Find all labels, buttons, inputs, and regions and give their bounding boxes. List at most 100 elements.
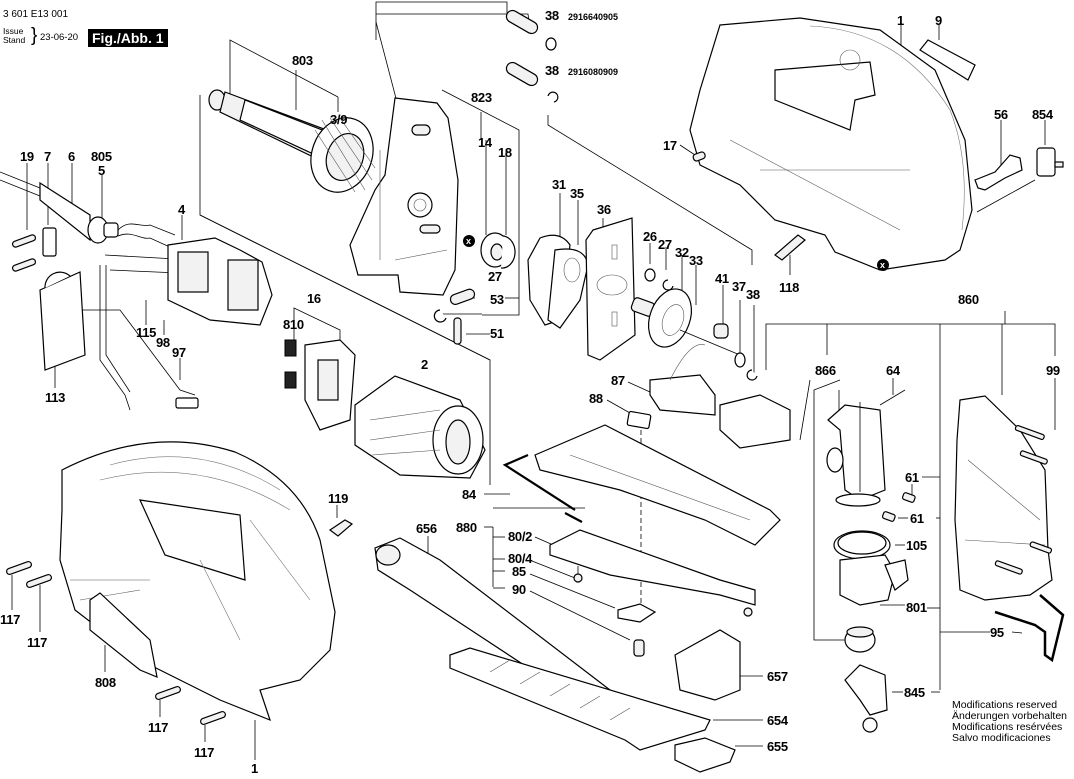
- cable-clamp-7: [42, 227, 57, 257]
- note-en: Modifications reserved: [952, 699, 1058, 711]
- lever-56: [974, 154, 1023, 191]
- issue-label: Issue: [3, 26, 24, 36]
- callout-26: 26: [643, 229, 657, 244]
- callout-38-lower: 38: [545, 63, 559, 78]
- callout-32: 32: [675, 245, 689, 260]
- part-number-upper: 2916640905: [568, 12, 619, 22]
- roller-carrier-801: [839, 554, 909, 606]
- gasket-35: [547, 248, 589, 329]
- part-number-lower: 2916080909: [568, 67, 619, 77]
- callout-105: 105: [906, 538, 927, 553]
- pin-53: [433, 288, 476, 323]
- field-stator-2: [354, 375, 486, 479]
- callout-866: 866: [815, 363, 836, 378]
- allen-key-84: [502, 453, 583, 523]
- callout-803: 803: [292, 53, 313, 68]
- stand-label: Stand: [3, 34, 26, 45]
- label-plate-9: [919, 39, 976, 81]
- callout-37: 37: [732, 279, 746, 294]
- guide-roller-part: [844, 626, 876, 653]
- callout-38-gear: 38: [746, 287, 760, 302]
- callout-14: 14: [478, 135, 492, 150]
- gear-housing-823: [349, 97, 459, 296]
- springs-61: [881, 492, 916, 522]
- callout-117-d: 117: [194, 745, 215, 760]
- callout-19: 19: [20, 149, 34, 164]
- callout-16: 16: [307, 291, 321, 306]
- ring-105: [833, 530, 891, 560]
- callout-2: 2: [421, 357, 428, 372]
- x-marker-left: [463, 235, 475, 247]
- callout-35: 35: [570, 186, 584, 201]
- housing-front-cover: [954, 395, 1053, 601]
- plug-97: [175, 397, 199, 409]
- dust-cover-654: [449, 647, 711, 751]
- brush-holder-16: [304, 339, 356, 431]
- pin-38-upper: [505, 9, 557, 51]
- brace: }: [31, 25, 38, 46]
- callout-654: 654: [767, 713, 788, 728]
- issue-stand-label: Issue Stand: [3, 27, 25, 44]
- callout-5: 5: [98, 163, 105, 178]
- callout-808: 808: [95, 675, 116, 690]
- callout-118: 118: [779, 280, 800, 295]
- wedge-119: [328, 519, 354, 537]
- screws-99: [994, 424, 1053, 575]
- callout-805: 805: [91, 149, 112, 164]
- callout-27-housing: 27: [488, 269, 502, 284]
- circlip-38: [746, 369, 758, 381]
- callout-99: 99: [1046, 363, 1060, 378]
- circlip-27: [662, 279, 674, 291]
- callout-801: 801: [906, 600, 927, 615]
- clamp-85: [617, 603, 657, 623]
- callout-97: 97: [172, 345, 186, 360]
- issue-date: 23-06-20: [40, 32, 79, 43]
- note-de: Änderungen vorbehalten: [952, 710, 1068, 722]
- callout-80-4: 80/4: [508, 551, 533, 566]
- guide-87: [649, 344, 716, 416]
- x-marker-left-glyph: x: [466, 236, 471, 246]
- callout-84: 84: [462, 487, 476, 502]
- callout-17: 17: [663, 138, 677, 153]
- modifications-notice: Modifications reserved Änderungen vorbeh…: [952, 700, 1067, 744]
- callout-810: 810: [283, 317, 304, 332]
- callout-845: 845: [904, 685, 925, 700]
- screw-right: [743, 607, 753, 617]
- callout-860: 860: [958, 292, 979, 307]
- callout-61-lower: 61: [910, 511, 924, 526]
- callout-88: 88: [589, 391, 603, 406]
- screws-19: [11, 234, 37, 272]
- callout-33: 33: [689, 253, 703, 268]
- callout-85: 85: [512, 564, 526, 579]
- guide-roller-support-866: [826, 389, 906, 507]
- callout-9: 9: [935, 13, 942, 28]
- callout-27-gear: 27: [658, 237, 672, 252]
- support-roller-guide: [719, 394, 791, 449]
- callout-56: 56: [994, 107, 1008, 122]
- callout-7: 7: [44, 149, 51, 164]
- callout-854: 854: [1032, 107, 1053, 122]
- label-808: [89, 592, 158, 678]
- callout-64: 64: [886, 363, 900, 378]
- callout-117-a: 117: [0, 612, 21, 627]
- base-plate: [534, 424, 781, 546]
- callout-656: 656: [416, 521, 437, 536]
- callout-117-c: 117: [148, 720, 169, 735]
- callout-115: 115: [136, 325, 157, 340]
- callout-80-2: 80/2: [508, 529, 533, 544]
- callout-880: 880: [456, 520, 477, 535]
- bearing-14: [480, 232, 516, 269]
- callout-51: 51: [490, 326, 504, 341]
- callout-31: 31: [552, 177, 566, 192]
- callout-1-top: 1: [897, 13, 904, 28]
- callout-98: 98: [156, 335, 170, 350]
- needle-bearing-41: [713, 323, 729, 339]
- callout-90: 90: [512, 582, 526, 597]
- callout-36: 36: [597, 202, 611, 217]
- callout-117-b: 117: [27, 635, 48, 650]
- switch-4: [167, 237, 273, 326]
- callout-655: 655: [767, 739, 788, 754]
- callout-41: 41: [715, 271, 729, 286]
- callout-18: 18: [498, 145, 512, 160]
